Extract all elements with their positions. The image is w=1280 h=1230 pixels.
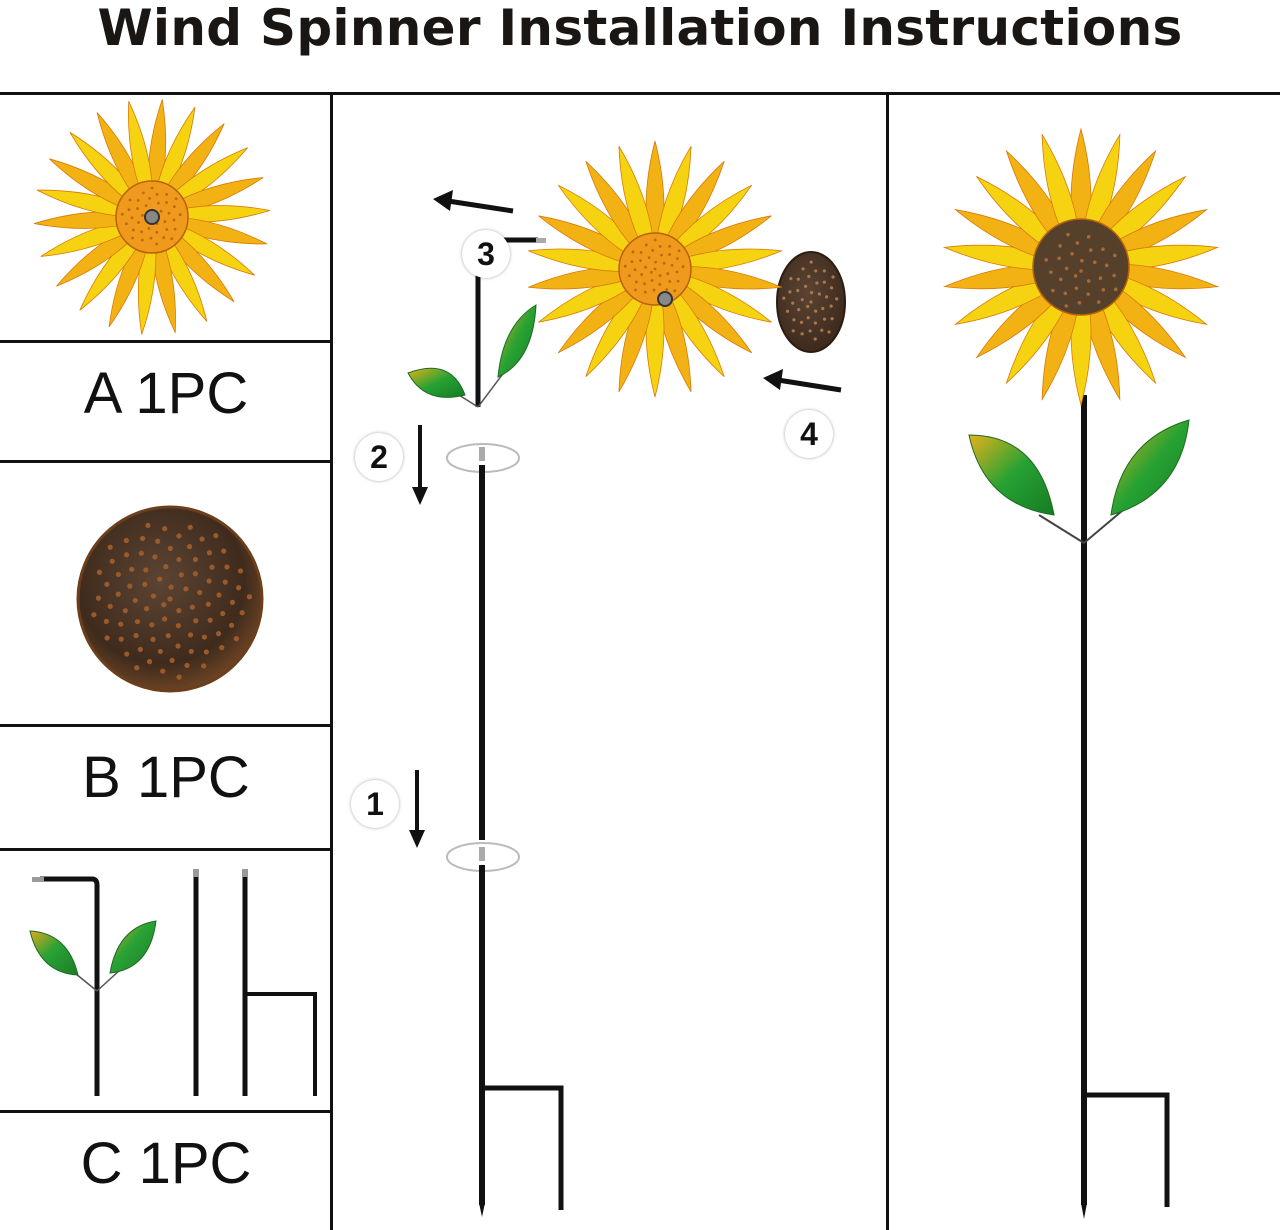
row-divider (0, 460, 332, 463)
assembly-illustration (407, 140, 846, 1217)
step-1-badge: 1 (351, 780, 399, 828)
row-divider (0, 848, 332, 851)
sunflower-spinner-icon (34, 99, 270, 335)
assembly-diagram: 3 2 1 4 (333, 95, 886, 1230)
divider-right (886, 92, 889, 1230)
stake-poles-icon (29, 869, 317, 1096)
divider-left (330, 92, 333, 1230)
instructions-frame: A 1PC B 1PC (0, 92, 1280, 1230)
frame-top-border (0, 92, 1280, 95)
page-title: Wind Spinner Installation Instructions (97, 0, 1183, 57)
part-a-image (0, 95, 330, 340)
rust-cap-icon (76, 505, 264, 693)
assembled-spinner (889, 95, 1280, 1230)
row-divider (0, 724, 332, 727)
assembled-sunflower-icon (942, 127, 1220, 1219)
part-c-image (0, 851, 330, 1110)
row-divider (0, 1110, 332, 1113)
part-b-label: B 1PC (82, 745, 250, 810)
row-divider (0, 340, 332, 343)
part-c-label: C 1PC (80, 1131, 252, 1196)
step-3-badge: 3 (462, 230, 510, 278)
step-4-badge: 4 (785, 410, 833, 458)
part-a-label: A 1PC (83, 361, 249, 426)
part-b-image (0, 463, 330, 724)
step-2-badge: 2 (355, 433, 403, 481)
